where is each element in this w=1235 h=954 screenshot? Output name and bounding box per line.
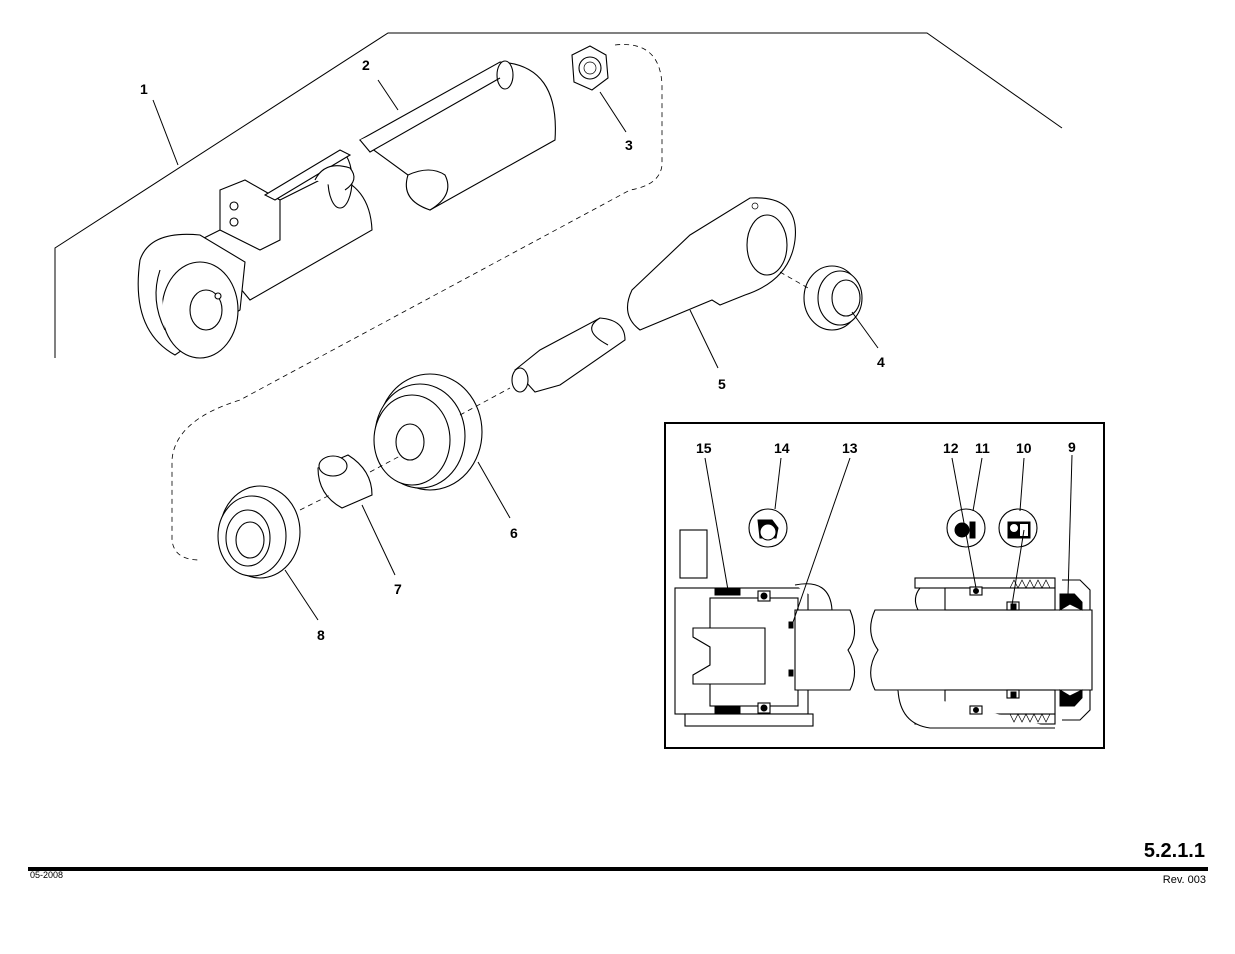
part-1-barrel: [137, 149, 373, 359]
footer-rule: [28, 867, 1208, 871]
part-7-spacer: [317, 454, 373, 509]
dashed-group-boundary: [171, 44, 663, 561]
part-5-rod-eye: [511, 197, 796, 393]
callout-1: 1: [140, 81, 148, 97]
section-detail-inset: [664, 422, 1105, 749]
callout-11: 11: [975, 440, 990, 456]
callout-9: 9: [1068, 439, 1076, 455]
page-number: 5.2.1.1: [1143, 840, 1205, 862]
callout-5: 5: [718, 376, 726, 392]
callout-7: 7: [394, 581, 402, 597]
callout-2: 2: [362, 57, 370, 73]
part-3-nut: [571, 45, 609, 91]
callout-4: 4: [877, 354, 885, 370]
callout-3: 3: [625, 137, 633, 153]
leader-lines: [152, 79, 879, 621]
date-label: 05-2008: [30, 870, 64, 880]
revision-label: Rev. 003: [1162, 874, 1206, 886]
callout-14: 14: [774, 440, 790, 456]
part-4-gland: [803, 265, 863, 331]
callout-6: 6: [510, 525, 518, 541]
part-6-piston: [373, 373, 483, 491]
callout-13: 13: [842, 440, 858, 456]
callout-12: 12: [943, 440, 959, 456]
callout-8: 8: [317, 627, 325, 643]
callout-15: 15: [696, 440, 712, 456]
part-8-end-cap: [217, 485, 301, 579]
assembly-outline: [54, 32, 1063, 358]
callout-10: 10: [1016, 440, 1032, 456]
part-2-tube: [358, 60, 556, 211]
